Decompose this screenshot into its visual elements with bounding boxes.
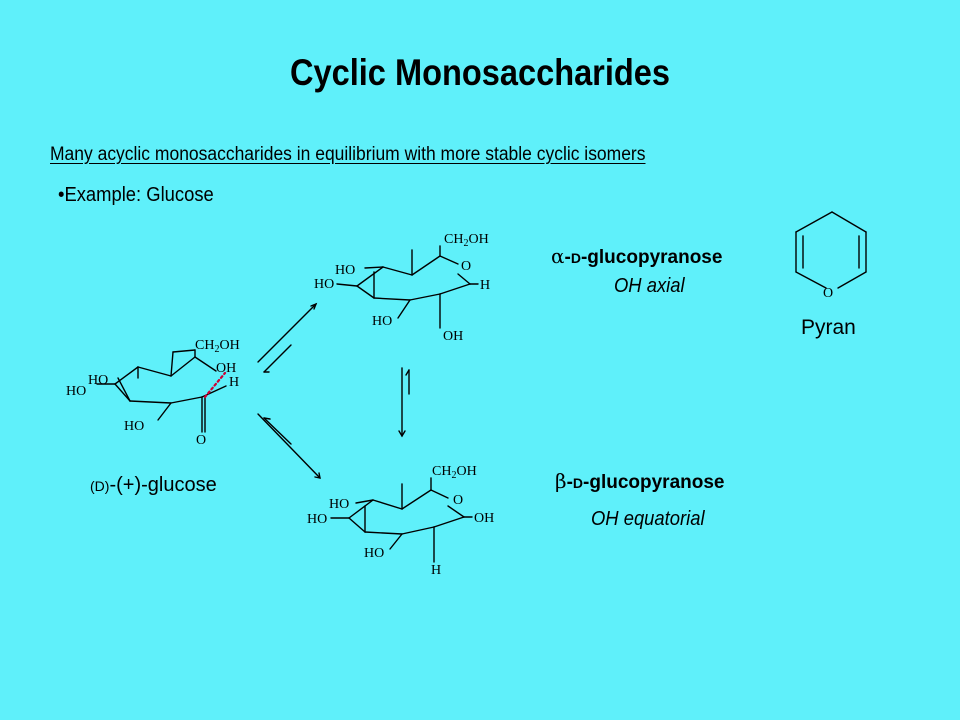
glucose-label: (D)-(+)-glucose xyxy=(90,474,217,497)
arrow-shaft xyxy=(263,344,292,373)
arrow-barb xyxy=(405,369,410,376)
beta-bond xyxy=(389,533,403,550)
glucose-dotted-bond xyxy=(203,371,227,399)
glucose-bond xyxy=(137,366,172,377)
alpha-bond xyxy=(439,283,471,295)
alpha-name: -glucopyranose xyxy=(580,247,723,268)
arrow-head xyxy=(398,430,406,438)
pyran-bond xyxy=(831,211,867,233)
beta-ch2oh: CH2OH xyxy=(432,464,477,481)
beta-ring-o: O xyxy=(453,493,463,508)
arrow-shaft xyxy=(263,417,292,445)
equilibrium-arrows xyxy=(257,302,410,479)
beta-h: H xyxy=(431,563,441,578)
beta-ho-3: HO xyxy=(364,546,384,561)
example-bullet: •Example: Glucose xyxy=(58,184,214,206)
pyran-oxygen: O xyxy=(823,286,833,301)
alpha-anomeric-oh: OH xyxy=(443,329,463,344)
beta-bond xyxy=(430,489,449,499)
alpha-bond xyxy=(457,273,471,285)
glucose-bond xyxy=(157,402,172,421)
pyran-structure xyxy=(795,211,867,289)
beta-bond xyxy=(401,526,435,535)
alpha-note: OH axial xyxy=(614,275,685,297)
alpha-bond xyxy=(336,283,358,287)
alpha-bond xyxy=(356,266,384,287)
pyran-label: Pyran xyxy=(801,316,856,339)
beta-symbol: β xyxy=(555,469,567,493)
glucose-bond xyxy=(114,383,131,402)
glucose-structure xyxy=(96,349,227,433)
glucose-name: -(+)-glucose xyxy=(109,474,217,496)
beta-bond xyxy=(372,499,403,510)
glucose-bond xyxy=(172,349,196,353)
slide-subtitle: Many acyclic monosaccharides in equilibr… xyxy=(50,144,646,165)
glucose-bond xyxy=(170,356,196,377)
beta-anomer-label: β-D-glucopyranose xyxy=(555,469,725,494)
beta-bond xyxy=(447,505,465,518)
beta-ho-1: HO xyxy=(329,497,349,512)
beta-bond xyxy=(364,531,403,535)
alpha-bond xyxy=(411,255,441,276)
alpha-anomer-label: α-D-glucopyranose xyxy=(551,244,722,269)
glucose-ho-2: HO xyxy=(66,384,86,399)
glucose-h: H xyxy=(229,375,239,390)
alpha-bond xyxy=(397,299,411,319)
beta-bond xyxy=(401,489,432,510)
glucose-oh: OH xyxy=(216,361,236,376)
glucose-bond xyxy=(117,377,131,402)
alpha-symbol: α xyxy=(551,244,565,268)
beta-glucopyranose-structure xyxy=(330,477,473,563)
glucose-ch2oh: CH2OH xyxy=(195,338,240,355)
pyran-bond xyxy=(795,271,827,289)
alpha-bond xyxy=(356,285,375,299)
arrow-barb xyxy=(263,417,271,420)
arrow-shaft xyxy=(257,413,321,479)
alpha-ring-o: O xyxy=(461,259,471,274)
beta-bond xyxy=(348,517,366,533)
beta-bond xyxy=(355,499,374,504)
alpha-glucopyranose-structure xyxy=(336,245,479,329)
beta-ho-2: HO xyxy=(307,512,327,527)
alpha-h: H xyxy=(480,278,490,293)
glucose-bond xyxy=(114,366,139,385)
beta-bond xyxy=(433,516,465,528)
glucose-bond xyxy=(194,356,217,372)
alpha-ho-3: HO xyxy=(372,314,392,329)
alpha-bond xyxy=(382,266,413,276)
glucose-ho-3: HO xyxy=(124,419,144,434)
glucose-carbonyl-o: O xyxy=(196,433,206,448)
arrow-head xyxy=(310,302,318,310)
beta-note: OH equatorial xyxy=(591,508,705,530)
beta-name: -glucopyranose xyxy=(583,472,725,493)
glucose-bond xyxy=(129,400,172,404)
glucose-config: (D) xyxy=(90,478,110,494)
alpha-config: D xyxy=(570,250,581,266)
pyran-bond xyxy=(795,211,833,233)
beta-config: D xyxy=(572,475,584,491)
alpha-bond xyxy=(364,266,384,269)
pyran-bond xyxy=(837,271,867,289)
arrow-shaft xyxy=(257,303,317,363)
glucose-ho-1: HO xyxy=(88,373,108,388)
beta-bond xyxy=(348,499,374,519)
alpha-ho-1: HO xyxy=(335,263,355,278)
slide-title: Cyclic Monosaccharides xyxy=(289,52,671,93)
arrow-head xyxy=(314,472,321,479)
alpha-ho-2: HO xyxy=(314,277,334,292)
alpha-bond xyxy=(373,297,411,301)
beta-anomeric-oh: OH xyxy=(474,511,494,526)
glucose-bond xyxy=(170,396,203,404)
alpha-bond xyxy=(439,255,459,265)
alpha-ch2oh: CH2OH xyxy=(444,232,489,249)
glucose-bond xyxy=(170,351,174,377)
alpha-bond xyxy=(409,293,441,301)
alpha-dash: - xyxy=(564,247,571,268)
beta-dash: - xyxy=(566,472,573,493)
